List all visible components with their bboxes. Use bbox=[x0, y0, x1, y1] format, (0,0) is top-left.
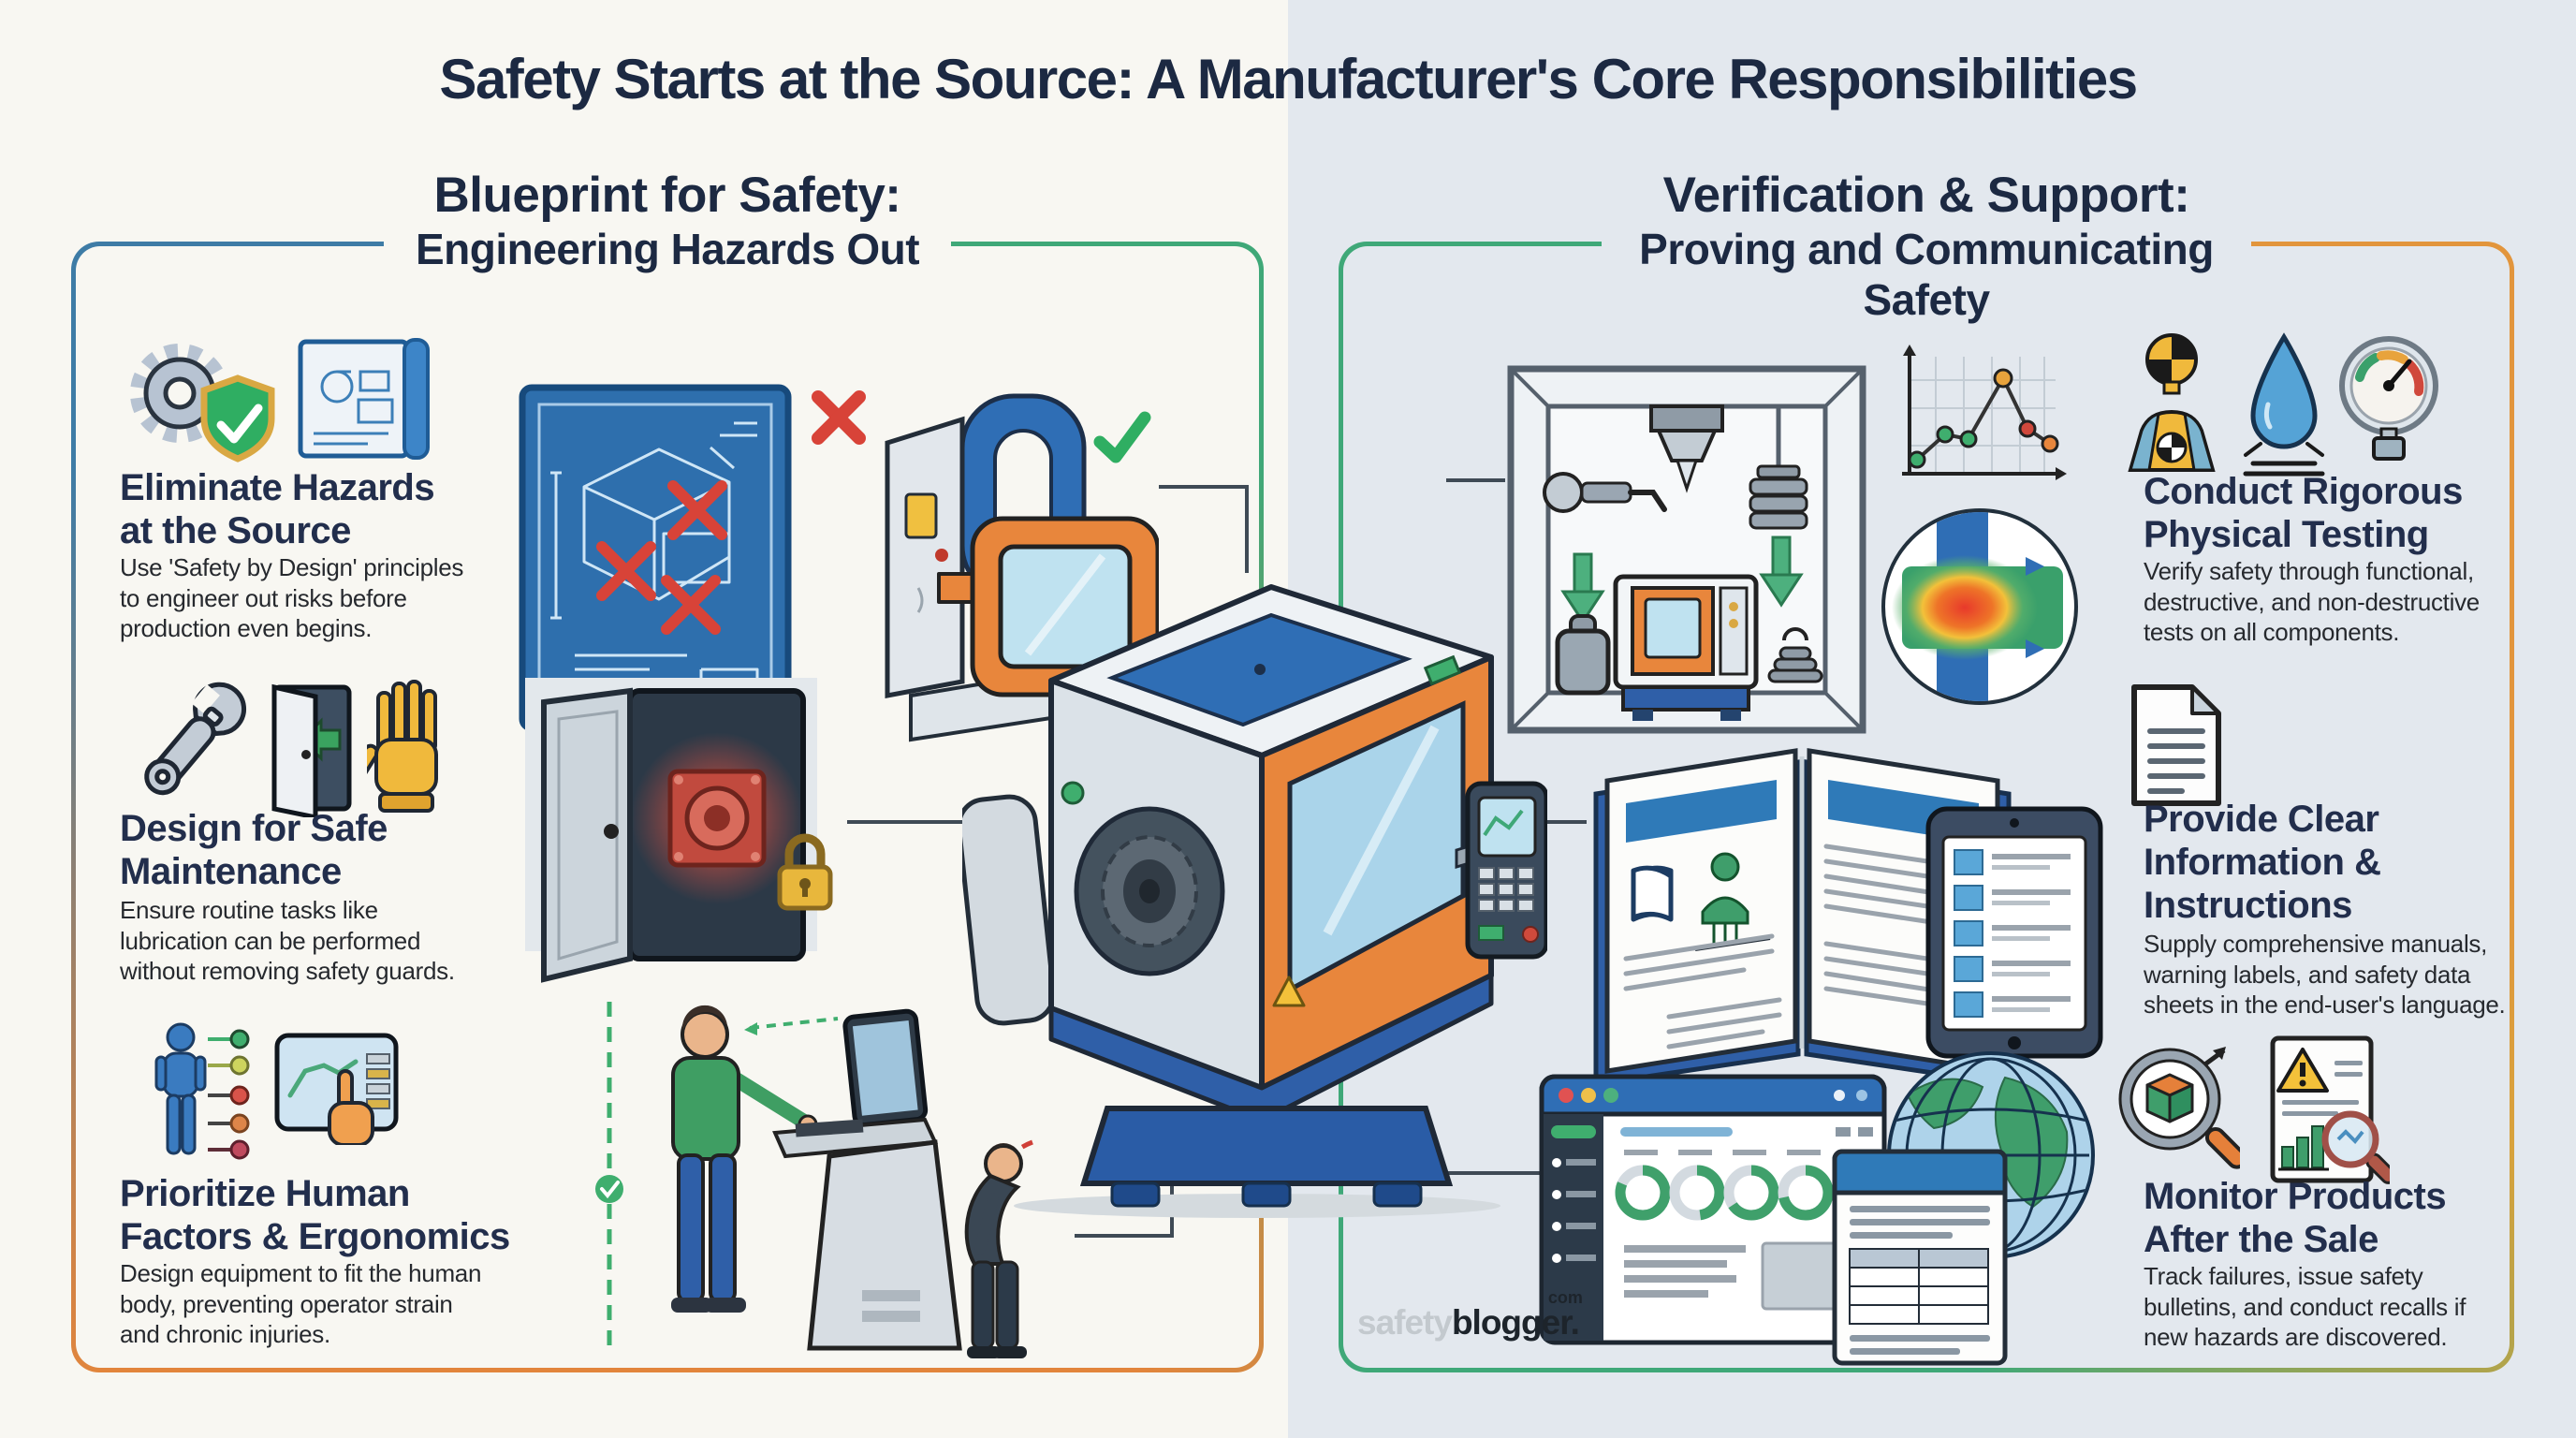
right-panel-title-line2: Proving and Communicating Safety bbox=[1639, 225, 2214, 324]
test-results-line-chart bbox=[1902, 345, 2067, 480]
stress-heatmap bbox=[1881, 508, 2078, 705]
monitoring-dashboard bbox=[1539, 1074, 1887, 1345]
left-panel-title-line2: Engineering Hazards Out bbox=[415, 225, 920, 273]
item-body-eliminate-hazards: Use 'Safety by Design' principles to eng… bbox=[120, 553, 464, 642]
access-door-icon bbox=[271, 683, 352, 817]
blueprint-document-icon bbox=[298, 338, 430, 460]
left-panel-title-line1: Blueprint for Safety: bbox=[433, 168, 901, 223]
item-heading-safe-maintenance: Design for Safe Maintenance bbox=[120, 808, 388, 892]
item-heading-human-factors: Prioritize Human Factors & Ergonomics bbox=[120, 1173, 510, 1257]
red-x-mark bbox=[812, 390, 866, 445]
maintenance-access-door bbox=[525, 678, 833, 983]
wrench-icon bbox=[144, 682, 246, 796]
left-panel-title: Blueprint for Safety: Engineering Hazard… bbox=[383, 161, 952, 280]
logo-safety: safety bbox=[1357, 1303, 1453, 1342]
recall-report-icon bbox=[2270, 1035, 2390, 1184]
item-heading-monitor-products: Monitor Products After the Sale bbox=[2144, 1176, 2447, 1260]
crash-test-dummy-icon bbox=[2128, 333, 2216, 472]
item-body-human-factors: Design equipment to fit the human body, … bbox=[120, 1259, 482, 1348]
pressure-gauge-icon bbox=[2339, 336, 2438, 461]
item-body-physical-testing: Verify safety through functional, destru… bbox=[2144, 557, 2480, 646]
document-icon bbox=[2131, 684, 2221, 806]
item-body-monitor-products: Track failures, issue safety bulletins, … bbox=[2144, 1262, 2466, 1351]
item-body-safe-maintenance: Ensure routine tasks like lubrication ca… bbox=[120, 896, 455, 985]
item-heading-clear-information: Provide Clear Information & Instructions bbox=[2144, 799, 2381, 926]
magnifier-cube-icon bbox=[2118, 1047, 2240, 1169]
testing-chamber bbox=[1507, 365, 1866, 734]
item-heading-eliminate-hazards: Eliminate Hazards at the Source bbox=[120, 467, 435, 551]
cnc-machine bbox=[962, 584, 1547, 1218]
safety-data-sheet bbox=[1832, 1149, 2008, 1366]
logo-com: com bbox=[1547, 1288, 1583, 1307]
item-heading-physical-testing: Conduct Rigorous Physical Testing bbox=[2144, 471, 2463, 555]
tablet-checklist bbox=[1925, 806, 2103, 1059]
touchscreen-icon bbox=[274, 1033, 399, 1145]
logo: safetyblogger.com bbox=[1357, 1288, 1583, 1343]
safety-glove-icon bbox=[367, 680, 438, 813]
gear-shield-icon bbox=[130, 344, 275, 462]
green-check-mark bbox=[1093, 411, 1151, 463]
right-panel-title: Verification & Support: Proving and Comm… bbox=[1602, 161, 2251, 330]
ergonomic-workstation-scene bbox=[595, 1002, 1033, 1358]
right-panel-title-line1: Verification & Support: bbox=[1662, 168, 2190, 223]
human-figure-icon bbox=[154, 1022, 250, 1160]
main-title: Safety Starts at the Source: A Manufactu… bbox=[439, 48, 2138, 110]
water-drop-icon bbox=[2243, 332, 2325, 477]
logo-blogger: blogger.com bbox=[1451, 1288, 1583, 1342]
item-body-clear-information: Supply comprehensive manuals, warning la… bbox=[2144, 930, 2506, 1019]
